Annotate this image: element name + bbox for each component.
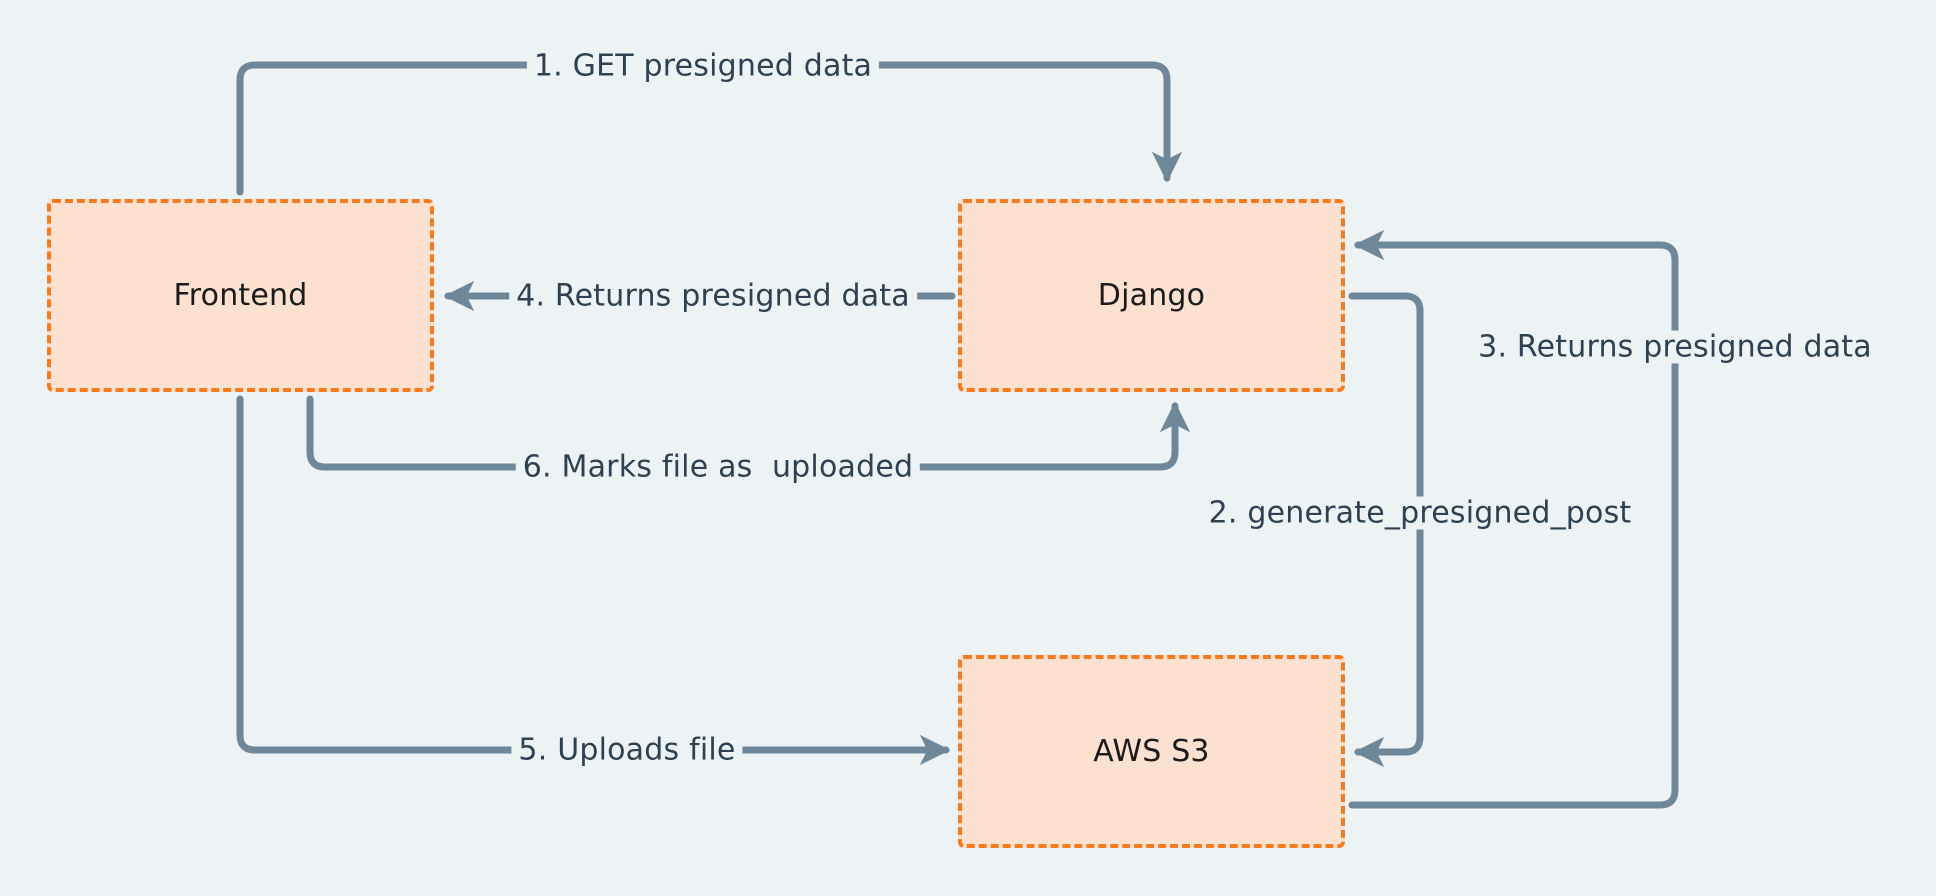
edge-5-path: [236, 395, 951, 766]
node-aws-s3-label: AWS S3: [1093, 734, 1210, 769]
node-django[interactable]: Django: [958, 199, 1345, 392]
edge-label-5: 5. Uploads file: [511, 733, 743, 767]
edge-1-path: [236, 61, 1183, 196]
edge-3-path: [1348, 229, 1679, 809]
node-frontend-label: Frontend: [173, 278, 308, 313]
edge-label-6: 6. Marks file as uploaded: [515, 450, 921, 484]
edge-label-3: 3. Returns presigned data: [1471, 330, 1879, 364]
node-frontend[interactable]: Frontend: [47, 199, 434, 392]
node-django-label: Django: [1097, 278, 1206, 313]
edge-label-2: 2. generate_presigned_post: [1201, 496, 1639, 530]
edge-label-4: 4. Returns presigned data: [509, 279, 917, 313]
edge-label-1: 1. GET presigned data: [526, 49, 880, 83]
node-aws-s3[interactable]: AWS S3: [958, 655, 1345, 848]
